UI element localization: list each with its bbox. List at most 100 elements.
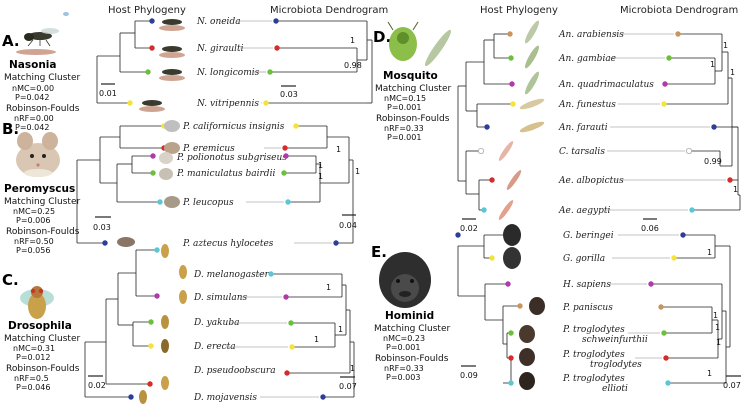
panel-e-host-tips	[455, 232, 523, 386]
tip-dot-magenta	[283, 294, 289, 300]
tip-dot-white	[477, 147, 485, 155]
tip-dot-yellow	[263, 100, 269, 106]
panel-b-rf-title: Robinson-Foulds	[6, 227, 80, 237]
tip-dot-orange	[507, 31, 513, 37]
tip-dot-blue	[333, 240, 339, 246]
species-label: N. oneida	[196, 17, 241, 27]
species-label: An. quadrimaculatus	[558, 80, 654, 90]
panel-d-taxon: Mosquito	[383, 70, 438, 82]
tip-dot-blue	[273, 18, 279, 24]
panel-b-host-scale-bar: 0.03	[93, 216, 111, 232]
species-label: P. eremicus	[182, 144, 235, 154]
species-label: An. gambiae	[558, 54, 616, 64]
panel-a-rf-value: nRF=0.00	[14, 114, 54, 123]
species-label: D. mojavensis	[193, 393, 257, 403]
panel-e-rf-p: P=0.003	[386, 373, 420, 382]
bootstrap-value: 1	[710, 60, 715, 69]
panel-d-rf-p: P=0.001	[387, 133, 421, 142]
panel-b-mc-value: nMC=0.25	[13, 207, 55, 216]
panel-a-nasonia: A. Nasonia Matching Cluster nMC=0.00 P=0…	[2, 12, 373, 132]
panel-e-microbiota-tips	[648, 232, 686, 386]
tip-dot-red	[508, 355, 514, 361]
species-label: G. gorilla	[563, 254, 605, 264]
panel-a-taxon: Nasonia	[9, 59, 57, 71]
panel-d-rf-value: nRF=0.33	[384, 124, 424, 133]
panel-d-microbiota-tips	[661, 31, 733, 213]
tip-dot-red	[284, 370, 290, 376]
tip-dot-blue	[711, 124, 717, 130]
panel-b-taxon: Peromyscus	[4, 183, 75, 195]
species-label: H. sapiens	[562, 280, 611, 290]
bootstrap-value: 1	[314, 335, 319, 344]
header-host-phylogeny-left: Host Phylogeny	[108, 5, 186, 16]
panel-e-letter: E.	[371, 243, 387, 261]
panel-a-host-tips	[127, 18, 155, 106]
panel-c-mc-value: nMC=0.31	[13, 344, 55, 353]
panel-b-host-tips	[102, 123, 167, 246]
tip-dot-blue	[128, 394, 134, 400]
species-label: P. polionotus subgriseus	[176, 153, 287, 163]
panel-a-microbiota-tips	[263, 18, 280, 106]
panel-b-microbiota-tree	[284, 125, 354, 244]
tip-dot-blue	[680, 232, 686, 238]
species-label: An. funestus	[558, 100, 616, 110]
panel-a-wasp-thumbnails	[139, 19, 185, 112]
tip-dot-cyan	[268, 271, 274, 277]
tip-dot-yellow	[661, 101, 667, 107]
panel-a-host-tree	[96, 20, 152, 104]
panel-e-taxon: Hominid	[385, 310, 434, 322]
tip-dot-red	[282, 145, 288, 151]
svg-text:0.04: 0.04	[339, 221, 357, 230]
panel-a-rf-p: P=0.042	[15, 123, 49, 132]
panel-b-host-tree	[76, 125, 164, 244]
bootstrap-value: 1	[336, 145, 341, 154]
panel-b-microbiota-scale-bar: 0.04	[339, 214, 357, 230]
tip-dot-green	[145, 69, 151, 75]
panel-c-microbiota-scale-bar: 0.07	[339, 376, 357, 391]
tip-dot-blue	[149, 18, 155, 24]
panel-c-host-tree	[84, 249, 157, 398]
tip-dot-green	[508, 55, 514, 61]
species-label: P. aztecus hylocetes	[182, 239, 274, 249]
tip-dot-cyan	[689, 207, 695, 213]
species-label: schweinfurthii	[582, 335, 648, 345]
peromyscus-mouse-illustration	[16, 132, 60, 177]
panel-d-host-tips	[477, 31, 516, 213]
bootstrap-value: 1	[716, 338, 721, 347]
tip-dot-cyan	[157, 199, 163, 205]
tip-dot-cyan	[154, 247, 160, 253]
panel-c-host-scale-bar: 0.02	[88, 375, 106, 390]
species-label: ellioti	[602, 384, 628, 394]
species-label: Ae. aegypti	[558, 206, 610, 216]
tip-dot-yellow	[289, 344, 295, 350]
tip-dot-green	[150, 170, 156, 176]
tip-dot-orange	[517, 303, 523, 309]
tip-dot-cyan	[665, 380, 671, 386]
tip-dot-red	[274, 45, 280, 51]
panel-a-host-scale-bar: 0.01	[99, 83, 117, 98]
panel-e-microbiota-tree	[651, 234, 731, 384]
tip-dot-magenta	[283, 153, 289, 159]
tip-dot-red	[489, 177, 495, 183]
tip-dot-green	[267, 69, 273, 75]
svg-text:0.03: 0.03	[280, 90, 298, 99]
bootstrap-value: 1	[707, 369, 712, 378]
svg-text:0.06: 0.06	[641, 224, 659, 233]
species-label: P. maniculatus bairdii	[176, 169, 275, 179]
panel-c-fly-thumbnails	[139, 244, 187, 404]
tip-dot-yellow	[127, 100, 133, 106]
tip-dot-magenta	[154, 293, 160, 299]
species-label: N. giraulti	[196, 44, 244, 54]
panel-d-host-tree	[457, 33, 513, 211]
species-label: D. yakuba	[193, 318, 239, 328]
panel-c-microbiota-tips	[268, 271, 326, 400]
tip-dot-red	[663, 355, 669, 361]
species-label: P. paniscus	[562, 303, 613, 313]
bootstrap-value: 1	[318, 172, 323, 181]
tip-dot-cyan	[508, 380, 514, 386]
panel-c-drosophila: C. Drosophila Matching Cluster nMC=0.31 …	[2, 244, 357, 404]
header-microbiota-dendrogram-left: Microbiota Dendrogram	[270, 5, 388, 16]
panel-a-letter: A.	[2, 32, 20, 50]
panel-c-mc-p: P=0.012	[16, 353, 50, 362]
tip-dot-green	[661, 330, 667, 336]
